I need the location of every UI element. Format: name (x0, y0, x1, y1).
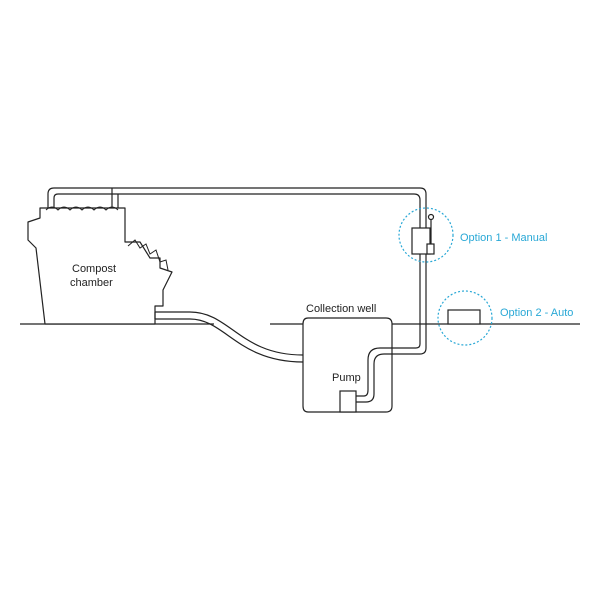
compost-chamber-label-line1: Compost (72, 263, 116, 275)
pump-label: Pump (332, 372, 361, 384)
return-pipe (47, 187, 427, 355)
compost-chamber-label-line2: chamber (70, 277, 113, 289)
option2-auto-sensor: Option 2 - Auto (437, 290, 573, 346)
drain-pipe (154, 311, 304, 363)
option1-manual-switch: Option 1 - Manual (398, 207, 547, 263)
collection-well-label: Collection well (306, 303, 376, 315)
compost-chamber: Compost chamber (27, 206, 173, 325)
option1-highlight-circle (398, 207, 454, 263)
option2-label: Option 2 - Auto (500, 307, 573, 319)
pump-icon (339, 390, 357, 413)
pump-pipe (356, 353, 392, 403)
option1-label: Option 1 - Manual (460, 232, 547, 244)
option2-highlight-circle (437, 290, 493, 346)
collection-well: Collection well Pump (302, 303, 393, 413)
